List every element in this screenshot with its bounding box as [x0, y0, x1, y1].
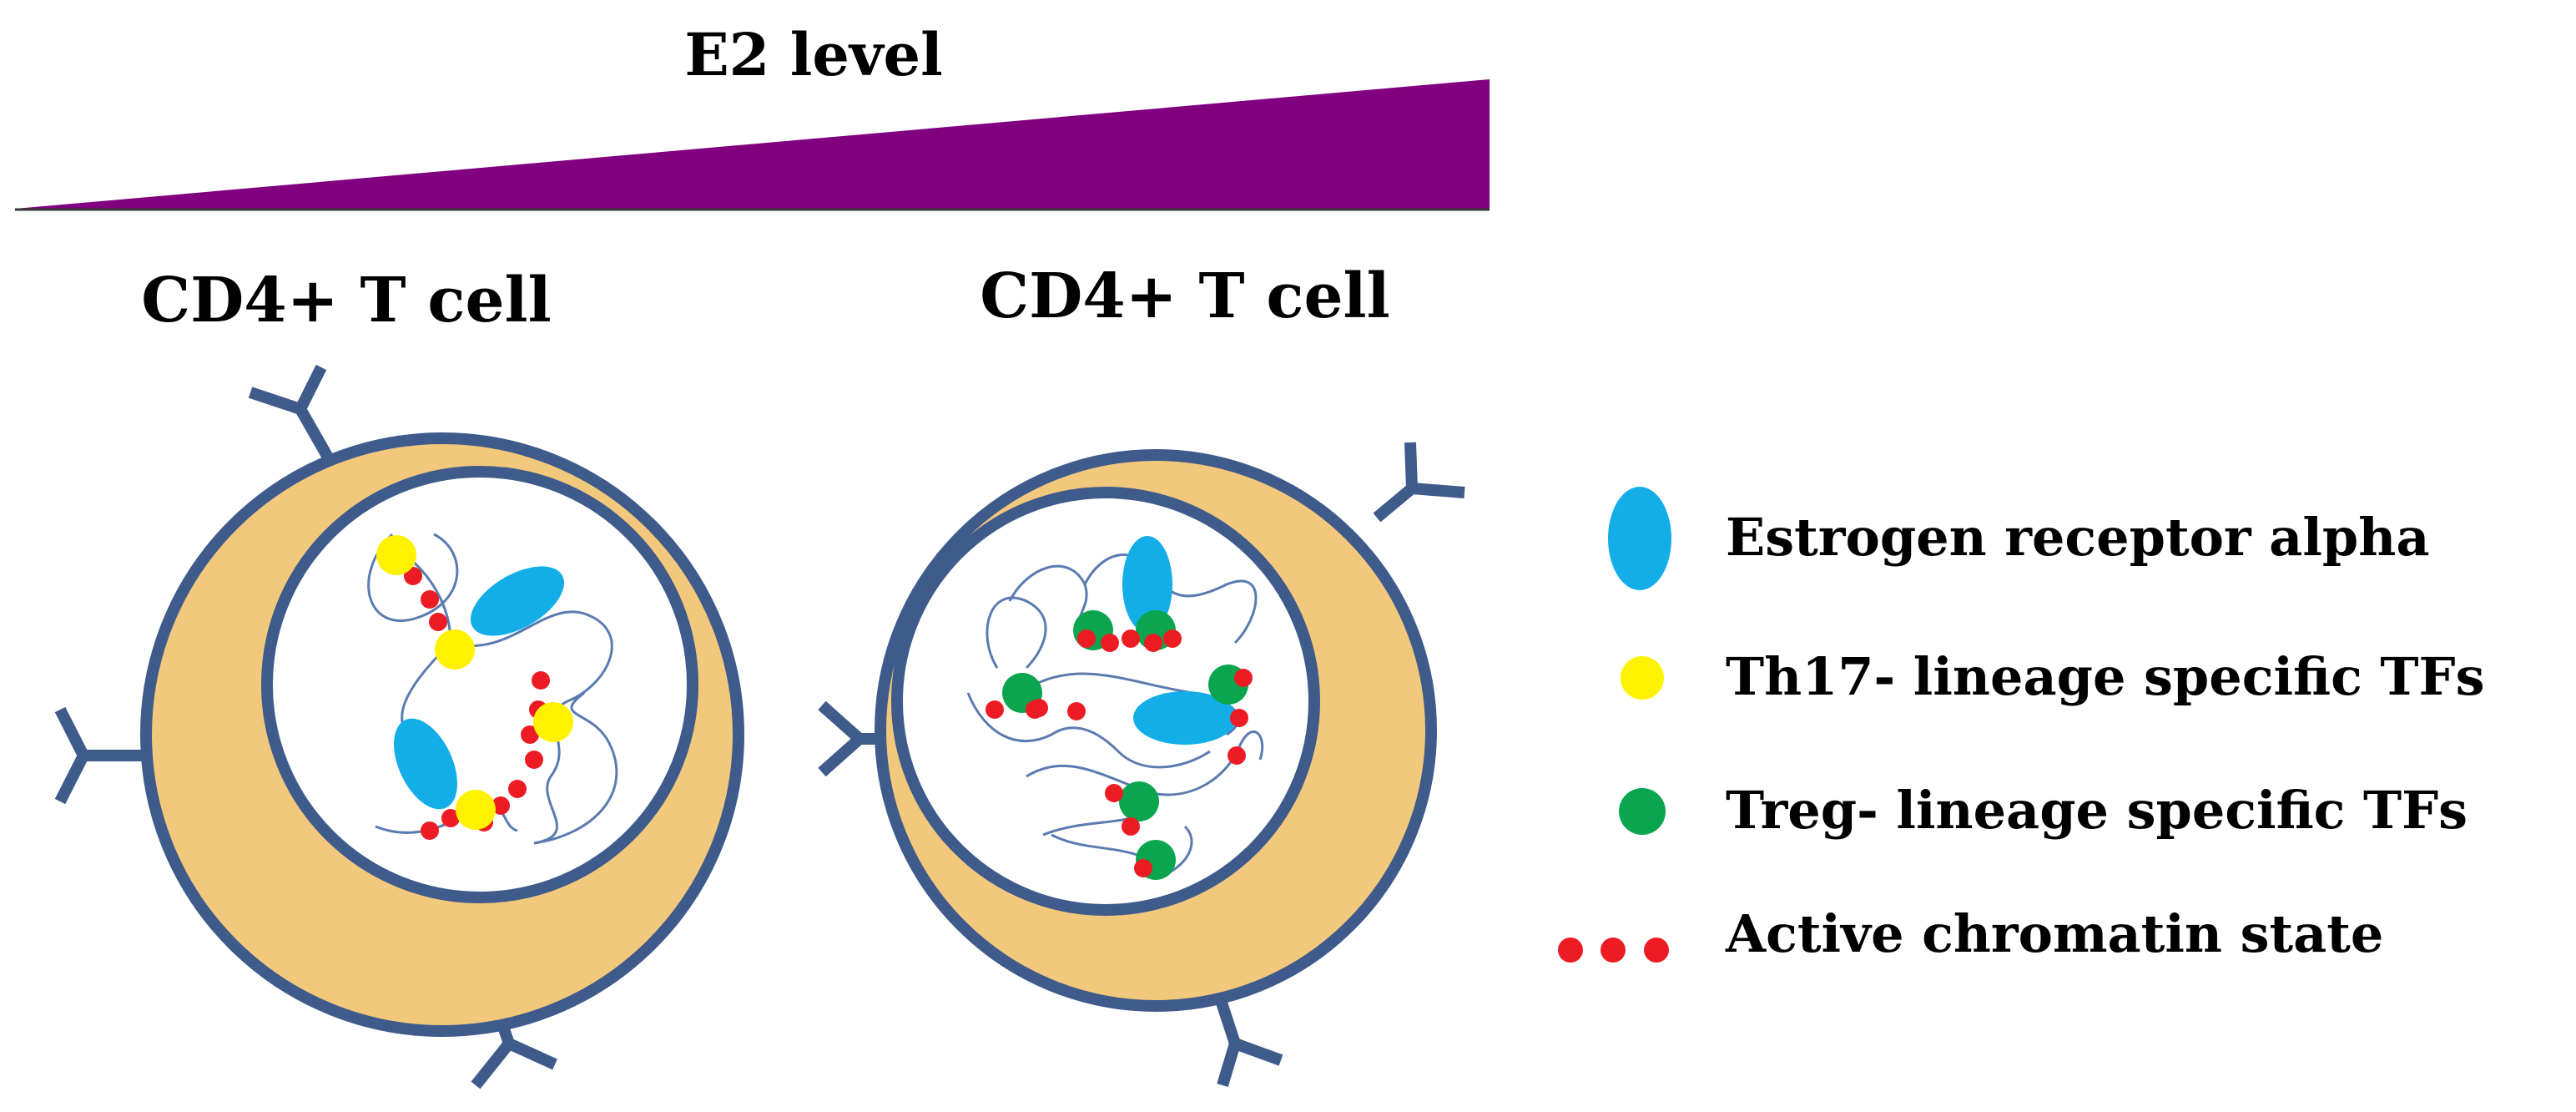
receptor-icon — [1373, 442, 1465, 523]
receptor-icon — [248, 364, 340, 471]
green-dot-icon — [1619, 788, 1666, 835]
th17-tfs — [376, 535, 573, 830]
estrogen-receptor-alpha — [394, 718, 457, 810]
cell-2-nucleus — [891, 487, 1320, 916]
cell-2 — [818, 442, 1465, 1088]
e2-gradient: E2 level — [15, 20, 1490, 211]
yellow-dot-icon — [1621, 656, 1664, 700]
blue-ellipse-icon — [1608, 487, 1671, 590]
estrogen-receptor-alpha — [470, 566, 565, 636]
cell-1-label: CD4+ T cell — [141, 265, 552, 336]
cell-1 — [54, 364, 744, 1089]
estrogen-receptor-alpha — [1133, 691, 1237, 745]
legend-item-th17-tfs: Th17- lineage specific TFs — [1621, 646, 2484, 707]
legend-label: Treg- lineage specific TFs — [1726, 780, 2468, 841]
cell-1-nucleus — [261, 466, 698, 903]
active-chromatin-dots — [986, 629, 1253, 877]
cell-2-label: CD4+ T cell — [980, 260, 1390, 332]
legend-label: Active chromatin state — [1725, 903, 2383, 964]
e2-level-label: E2 level — [684, 20, 942, 89]
chromatin-fiber — [966, 553, 1264, 878]
legend-label: Estrogen receptor alpha — [1726, 507, 2430, 568]
legend-item-active-chromatin: Active chromatin state — [1558, 903, 2383, 964]
red-dots-icon — [1558, 938, 1669, 963]
surface-receptors — [818, 442, 1465, 1088]
receptor-icon — [1214, 995, 1283, 1088]
legend-label: Th17- lineage specific TFs — [1726, 646, 2484, 707]
legend: Estrogen receptor alpha Th17- lineage sp… — [1558, 487, 2484, 964]
receptor-icon — [54, 706, 149, 805]
estrogen-receptor-alpha — [1122, 536, 1172, 633]
legend-item-estrogen-receptor: Estrogen receptor alpha — [1608, 487, 2430, 590]
legend-item-treg-tfs: Treg- lineage specific TFs — [1619, 780, 2468, 841]
e2-level-wedge — [15, 79, 1490, 209]
